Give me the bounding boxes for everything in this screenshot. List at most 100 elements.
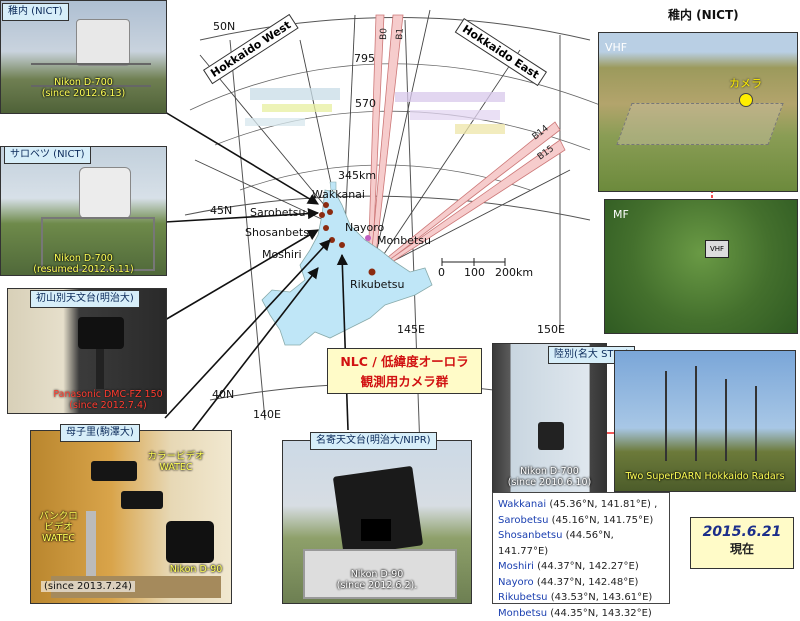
photo-superdarn: Two SuperDARN Hokkaido Radars [614,350,796,492]
mf-label: MF [613,208,629,221]
coord-value: (44.37°N, 142.48°E) [537,577,639,588]
station-coordinates: Wakkanai (45.36°N, 141.81°E) , Sarobetsu… [492,492,670,604]
station-wakkanai: Wakkanai [312,188,365,201]
status-now: 現在 [691,540,793,557]
moshiri-mono-video: パンクロ ビデオ WATEC [31,511,86,544]
nlc-title-line1: NLC / 低緯度オーロラ [328,352,481,372]
scale-100: 100 [464,266,485,279]
moshiri-watec2: WATEC [31,533,86,544]
coord-name: Wakkanai [498,499,546,510]
lat-label-40n: 40N [212,388,234,401]
wakkanai-site-title: 稚内 (NICT) [668,6,739,23]
photo-vhf: VHF カメラ [598,32,798,192]
label-moshiri: 母子里(駒澤大) [60,424,140,442]
coord-value: (44.37°N, 142.27°E) [537,561,639,572]
station-nayoro: Nayoro [345,221,384,234]
camera-housing [76,19,130,66]
mf-site-box: VHF [705,240,729,258]
radar-mast-4 [755,386,757,461]
coord-name: Shosanbetsu [498,530,562,541]
scale-0: 0 [438,266,445,279]
lat-label-50n: 50N [213,20,235,33]
camera-body [538,422,564,450]
nlc-title-box: NLC / 低緯度オーロラ 観測用カメラ群 [327,348,482,394]
nayoro-since: (since 2012.6.2). [283,580,471,591]
sarobetsu-caption: Nikon D-700 (resumed 2012.6.11) [1,253,166,275]
rikubetsu-camera: Nikon D-700 [493,466,606,477]
coord-value: (45.16°N, 141.75°E) [552,515,654,526]
station-sarobetsu: Sarobetsu [250,206,306,219]
label-shosanbetsu: 初山別天文台(明治大) [30,290,140,308]
coord-name: Moshiri [498,561,534,572]
camera-housing [79,167,131,219]
moshiri-camera: Nikon D-90 [161,564,231,575]
coord-name: Monbetsu [498,608,547,619]
lat-label-45n: 45N [210,204,232,217]
radar-mast-1 [665,371,667,461]
beam-label-b1: B1 [395,28,406,41]
station-shosanbetsu: Shosanbetsu [245,226,316,239]
coord-name: Nayoro [498,577,534,588]
coord-value: (43.53°N, 143.61°E) [551,592,653,603]
station-moshiri: Moshiri [262,248,302,261]
moshiri-watec1: WATEC [131,462,221,473]
scale-200: 200km [495,266,533,279]
coord-name: Rikubetsu [498,592,548,603]
range-label-795: 795 [354,52,375,65]
range-label-345: 345km [338,169,376,182]
vhf-antenna-field [616,103,783,145]
coord-value: (44.35°N, 143.32°E) [550,608,652,619]
coord-row: Moshiri (44.37°N, 142.27°E) [498,559,664,575]
photo-mf: VHF MF [604,199,798,334]
nikon-camera [166,521,214,563]
station-monbetsu: Monbetsu [377,234,431,247]
label-sarobetsu: サロベツ (NICT) [4,146,91,164]
shosanbetsu-caption: Panasonic DMC-FZ 150 (since 2012.7.4) [48,389,167,411]
coord-row: Rikubetsu (43.53°N, 143.61°E) [498,590,664,606]
wakkanai-camera: Nikon D-700 [1,77,166,88]
wakkanai-since: (since 2012.6.13) [1,88,166,99]
nlc-title-line2: 観測用カメラ群 [328,372,481,392]
nayoro-camera: Nikon D-90 [283,569,471,580]
shosanbetsu-camera: Panasonic DMC-FZ 150 [48,389,167,400]
coord-row: Monbetsu (44.35°N, 143.32°E) [498,606,664,621]
mount-pole [86,511,96,581]
rikubetsu-since: (since 2010.6.10) [493,477,606,488]
radar-mast-2 [695,366,697,461]
lon-label-150e: 150E [537,323,565,336]
camera-hood [333,466,423,556]
vhf-label: VHF [605,41,627,54]
sarobetsu-since: (resumed 2012.6.11) [1,264,166,275]
scale-bar [442,258,505,266]
wakkanai-caption: Nikon D-700 (since 2012.6.13) [1,77,166,99]
status-date: 2015.6.21 [691,524,793,540]
coord-value: (45.36°N, 141.81°E) , [549,499,657,510]
camera-tripod [96,349,104,389]
coord-row: Wakkanai (45.36°N, 141.81°E) , [498,497,664,513]
status-date-box: 2015.6.21 現在 [690,517,794,569]
video-camera-2 [121,491,163,509]
label-wakkanai: 稚内 (NICT) [2,3,69,21]
rikubetsu-caption: Nikon D-700 (since 2010.6.10) [493,466,606,488]
lon-label-145e: 145E [397,323,425,336]
nayoro-caption: Nikon D-90 (since 2012.6.2). [283,569,471,591]
vhf-camera-marker [739,93,753,107]
moshiri-since: (since 2013.7.24) [41,581,135,592]
moshiri-mono-video-2: ビデオ [31,522,86,533]
camera-body [361,519,391,541]
coord-row: Nayoro (44.37°N, 142.48°E) [498,575,664,591]
label-nayoro: 名寄天文台(明治大/NIPR) [310,432,437,450]
moshiri-mono-video-1: パンクロ [31,511,86,522]
beam-label-b0: B0 [379,28,389,41]
superdarn-caption: Two SuperDARN Hokkaido Radars [615,471,795,482]
radar-mast-3 [725,379,727,461]
lon-label-140e: 140E [253,408,281,421]
range-label-570: 570 [355,97,376,110]
moshiri-color-video: カラービデオ WATEC [131,451,221,473]
mf-vhf-tag: VHF [710,245,724,253]
moshiri-color-video-text: カラービデオ [131,451,221,462]
sarobetsu-camera: Nikon D-700 [1,253,166,264]
shosanbetsu-since: (since 2012.7.4) [48,400,167,411]
vhf-camera-label: カメラ [729,75,762,91]
coord-row: Sarobetsu (45.16°N, 141.75°E) [498,513,664,529]
